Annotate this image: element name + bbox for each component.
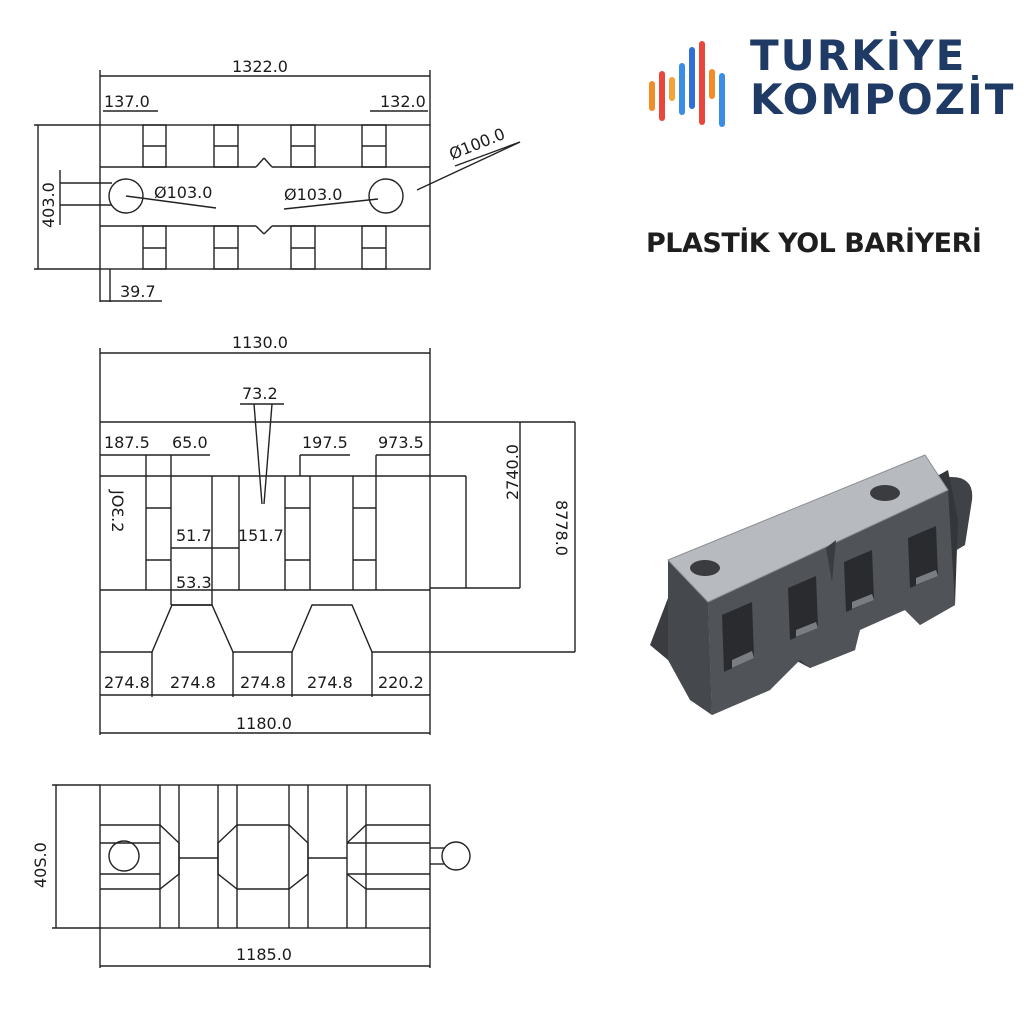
side-view	[99, 348, 576, 735]
dim-top-right-offset: 132.0	[380, 92, 426, 111]
barrier-slot-1-floor	[732, 651, 754, 668]
dim-187: 187.5	[104, 433, 150, 452]
barrier-slot-2	[788, 576, 818, 640]
dim-top-left-offset: 137.0	[104, 92, 150, 111]
dim-pin-offset: 39.7	[120, 282, 156, 301]
dim-inner-right: 151.7	[238, 526, 284, 545]
bottom-view	[52, 784, 471, 968]
barrier-slot-2-floor	[796, 622, 818, 637]
dim-hole-mid-right: Ø103.0	[284, 185, 342, 204]
dim-notch: 73.2	[242, 384, 278, 403]
dim-973: 973.5	[378, 433, 424, 452]
barrier-slot-4-floor	[916, 570, 938, 585]
dim-bottom-depth: 40S.0	[31, 842, 50, 888]
barrier-top-notch	[826, 540, 836, 582]
dim-inner-left: 51.7	[176, 526, 212, 545]
barrier-slot-3-floor	[852, 594, 874, 609]
dim-base-2: 274.8	[170, 673, 216, 692]
dim-left-small: JOƐ.2	[108, 489, 127, 532]
dim-197: 197.5	[302, 433, 348, 452]
dim-hole-mid-left: Ø103.0	[154, 183, 212, 202]
brand-name-line1: TURKİYE	[750, 31, 967, 80]
dim-65: 65.0	[172, 433, 208, 452]
dim-base-1: 274.8	[104, 673, 150, 692]
dimension-labels: 1322.0 137.0 132.0 Ø100.0 Ø103.0 Ø103.0 …	[31, 57, 571, 964]
dim-side-width-top: 1130.0	[232, 333, 288, 352]
dim-bottom-overall: 1185.0	[236, 945, 292, 964]
dim-upper-height: 2740.0	[503, 444, 522, 500]
dim-top-depth: 403.0	[39, 182, 58, 228]
barrier-3d-render	[650, 454, 973, 715]
dim-top-overall: 1322.0	[232, 57, 288, 76]
dim-side-width-bottom: 1180.0	[236, 714, 292, 733]
brand-name: TURKİYE KOMPOZİT	[750, 34, 1015, 122]
product-title: PLASTİK YOL BARİYERİ	[646, 228, 982, 259]
dim-total-height: 8778.0	[552, 500, 571, 556]
dim-gap: 53.3	[176, 573, 212, 592]
barrier-hole-left	[690, 560, 720, 576]
barrier-front-face	[668, 560, 712, 715]
dim-base-4: 274.8	[307, 673, 353, 692]
barrier-long-face	[708, 490, 955, 715]
brand-name-line2: KOMPOZİT	[750, 75, 1016, 124]
barrier-hole-right	[870, 485, 900, 501]
top-view	[34, 70, 521, 302]
dim-base-3: 274.8	[240, 673, 286, 692]
brand-bars-icon	[649, 41, 725, 127]
dim-base-5: 220.2	[378, 673, 424, 692]
brand-logo: TURKİYE KOMPOZİT	[646, 34, 1016, 134]
